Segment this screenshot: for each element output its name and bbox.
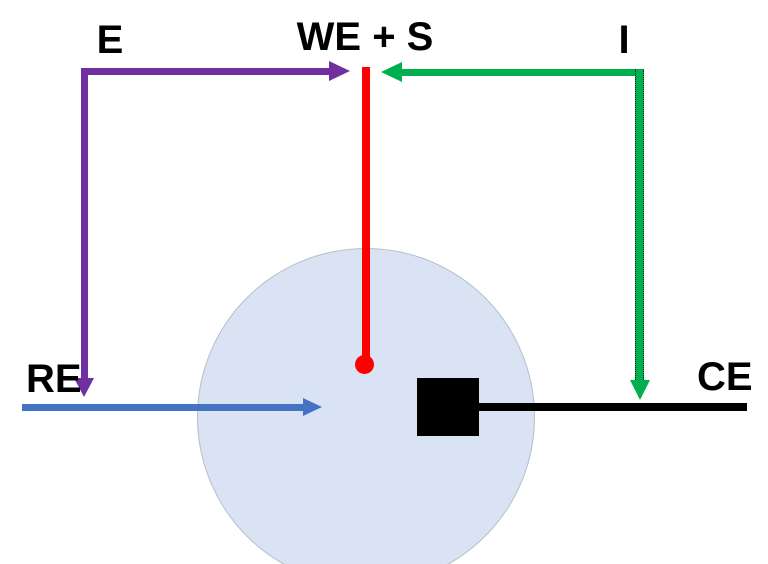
label-current: I [618, 18, 630, 62]
working-electrode-line [362, 67, 370, 358]
current-arrow-vertical-line [635, 69, 644, 380]
current-arrowhead-left-icon [381, 62, 402, 82]
potential-arrowhead-down-icon [74, 378, 94, 397]
label-counter-electrode: CE [697, 355, 753, 399]
reference-electrode-line [22, 404, 303, 411]
label-reference-electrode: RE [26, 357, 82, 401]
current-arrowhead-down-icon [630, 380, 650, 400]
label-working-electrode: WE + S [296, 15, 434, 59]
reference-arrowhead-right-icon [303, 398, 322, 416]
label-potential: E [96, 18, 124, 62]
working-electrode-tip-dot [355, 355, 374, 374]
counter-electrode-plate [417, 378, 479, 436]
potential-arrow-vertical-line [81, 68, 88, 380]
counter-electrode-lead [479, 403, 747, 411]
current-arrow-horizontal-line [402, 69, 643, 76]
potential-arrowhead-right-icon [329, 61, 350, 81]
potential-arrow-horizontal-line [83, 68, 329, 75]
